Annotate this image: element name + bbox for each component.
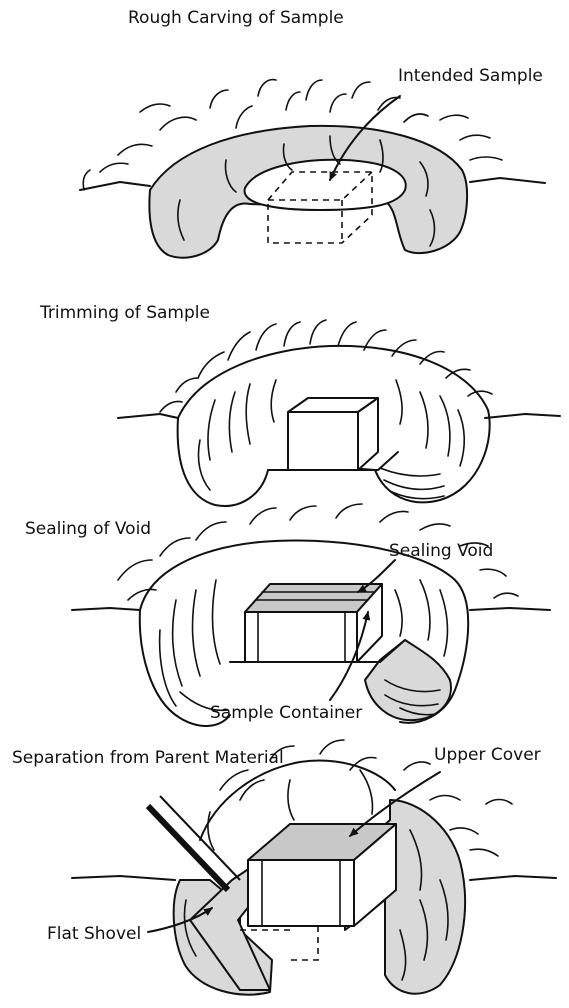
ground-line-left <box>72 608 140 610</box>
stage-1-title: Rough Carving of Sample <box>128 10 344 27</box>
intended-sample-label: Intended Sample <box>398 68 543 85</box>
stage-2-trimming <box>118 320 560 506</box>
ground-line-right <box>470 178 545 183</box>
sample-container-label: Sample Container <box>210 705 362 722</box>
sample-block-side <box>358 398 378 470</box>
sealing-void-label: Sealing Void <box>389 543 493 560</box>
stage-4-separation <box>72 740 556 995</box>
ground-line-left <box>72 876 175 880</box>
soil-right-shaded <box>365 640 451 720</box>
container-front <box>248 860 354 926</box>
container-front <box>245 612 357 662</box>
stage-1-rough-carving <box>80 80 545 258</box>
upper-cover-label: Upper Cover <box>434 747 541 764</box>
stage-4-title: Separation from Parent Material <box>12 750 284 767</box>
ground-line-left <box>80 182 150 190</box>
ground-line-right <box>485 414 560 418</box>
shovel-handle-light <box>160 796 240 880</box>
stage-2-title: Trimming of Sample <box>40 305 210 322</box>
ground-line-right <box>470 876 556 880</box>
stage-3-title: Sealing of Void <box>25 521 151 538</box>
shovel-handle-dark <box>148 806 228 890</box>
ground-line-right <box>470 608 550 610</box>
sample-block-front <box>288 412 358 470</box>
ground-line-left <box>118 414 178 418</box>
flat-shovel-label: Flat Shovel <box>47 926 141 943</box>
